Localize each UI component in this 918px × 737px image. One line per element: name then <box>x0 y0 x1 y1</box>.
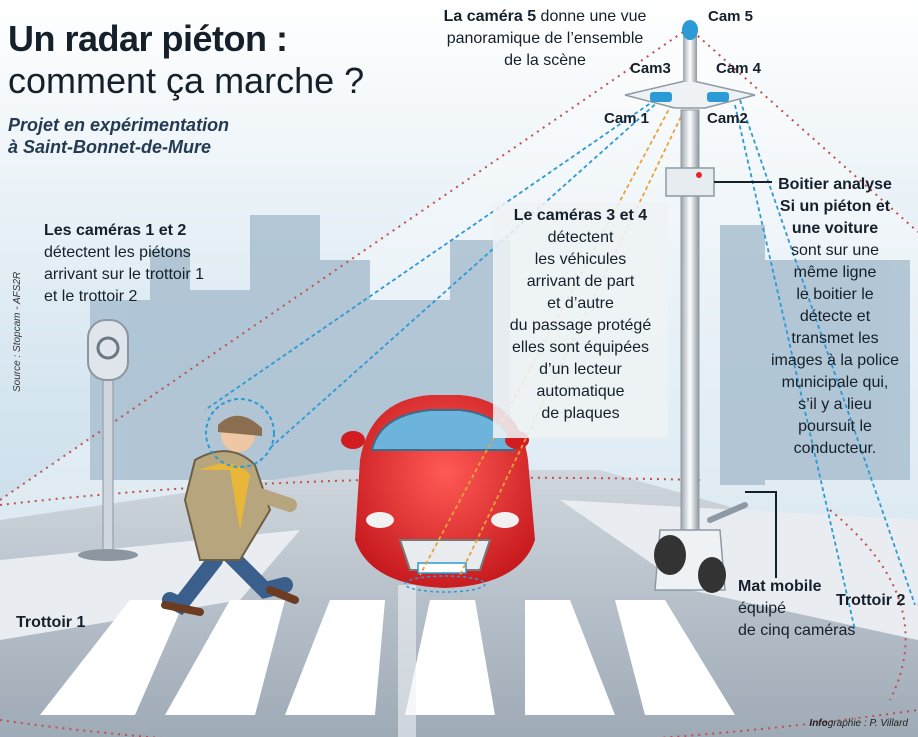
trottoir-1-label: Trottoir 1 <box>16 614 86 631</box>
boitier-line: s’il y a lieu <box>798 396 872 413</box>
boitier-line: détecte et <box>799 308 871 325</box>
cams34-line: arrivant de part <box>526 273 635 290</box>
subtitle-line-2: à Saint-Bonnet-de-Mure <box>8 137 212 157</box>
cam5-caption: La caméra 5 donne une vue panoramique de… <box>395 6 695 72</box>
boitier-line: poursuit le <box>798 418 872 435</box>
cams34-heading: Le caméras 3 et 4 <box>513 207 648 224</box>
parking-sign <box>78 319 138 561</box>
cam5-caption-text-1: donne une vue <box>536 8 647 25</box>
pedestrian <box>161 398 299 616</box>
cams12-line: détectent les piétons <box>44 244 191 261</box>
subtitle-line-1: Projet en expérimentation <box>8 115 230 135</box>
boitier-heading: Si un piéton et <box>779 198 891 215</box>
detection-zones <box>0 26 918 737</box>
trottoir-2-label: Trottoir 2 <box>836 592 906 609</box>
sidewalk-right <box>560 500 918 640</box>
credit-bold: Info <box>809 718 828 729</box>
boitier-line: municipale qui, <box>781 374 889 391</box>
mat-line: de cinq caméras <box>738 622 856 639</box>
title-line-1: Un radar piéton : <box>8 18 288 59</box>
cams12-line: arrivant sur le trottoir 1 <box>44 266 205 283</box>
boitier-line: même ligne <box>793 264 877 281</box>
cams34-line: et d’autre <box>547 295 614 312</box>
cams12-heading: Les caméras 1 et 2 <box>44 222 187 239</box>
zebra-crossing <box>40 600 735 715</box>
cams34-caption: Le caméras 3 et 4 détectent les véhicule… <box>493 205 668 425</box>
boitier-heading: Boitier analyse <box>778 176 892 193</box>
cam1-label: Cam 1 <box>604 110 650 127</box>
boitier-line: conducteur. <box>793 440 877 457</box>
source-credit: Source : Stopcam - AFS2R <box>12 271 23 392</box>
cam5-caption-text-2: panoramique de l’ensemble <box>446 30 644 47</box>
cams34-panel <box>493 202 668 438</box>
cams34-line: elles sont équipées <box>512 339 649 356</box>
boitier-line: images à la police <box>770 352 900 369</box>
boitier-line: sont sur une <box>790 242 880 259</box>
cams34-line: de plaques <box>541 405 620 422</box>
infographic-credit: Infographie : P. Villard <box>809 718 908 729</box>
credit-text: graphie : P. Villard <box>827 718 908 729</box>
cams34-line: les véhicules <box>534 251 627 268</box>
cams12-line: et le trottoir 2 <box>44 288 138 305</box>
cam12-sight-lines <box>204 99 916 631</box>
cam4-label: Cam 4 <box>716 60 762 77</box>
title-line-2: comment ça marche ? <box>8 60 365 101</box>
boitier-heading: une voiture <box>791 220 879 237</box>
subtitle: Projet en expérimentation à Saint-Bonnet… <box>8 114 288 158</box>
cams34-line: détectent <box>547 229 614 246</box>
camera-mast <box>624 20 777 593</box>
boitier-line: le boitier le <box>796 286 874 303</box>
boitier-line: transmet les <box>791 330 879 347</box>
cam5-caption-bold: La caméra 5 <box>443 8 537 25</box>
mat-caption: Mat mobile équipé de cinq caméras <box>738 576 888 642</box>
cam3-label: Cam3 <box>630 60 671 77</box>
cams34-line: automatique <box>536 383 625 400</box>
cams34-line: du passage protégé <box>509 317 652 334</box>
cams12-caption: Les caméras 1 et 2 détectent les piétons… <box>44 220 294 308</box>
cam34-sight-lines <box>419 97 691 576</box>
cams34-line: d’un lecteur <box>539 361 622 378</box>
boitier-caption: Boitier analyse Si un piéton et une voit… <box>755 174 915 460</box>
cam2-label: Cam2 <box>707 110 748 127</box>
mat-line: équipé <box>738 600 787 617</box>
mat-heading: Mat mobile <box>738 578 822 595</box>
cam5-label: Cam 5 <box>708 8 754 25</box>
cam5-caption-text-3: de la scène <box>504 52 586 69</box>
